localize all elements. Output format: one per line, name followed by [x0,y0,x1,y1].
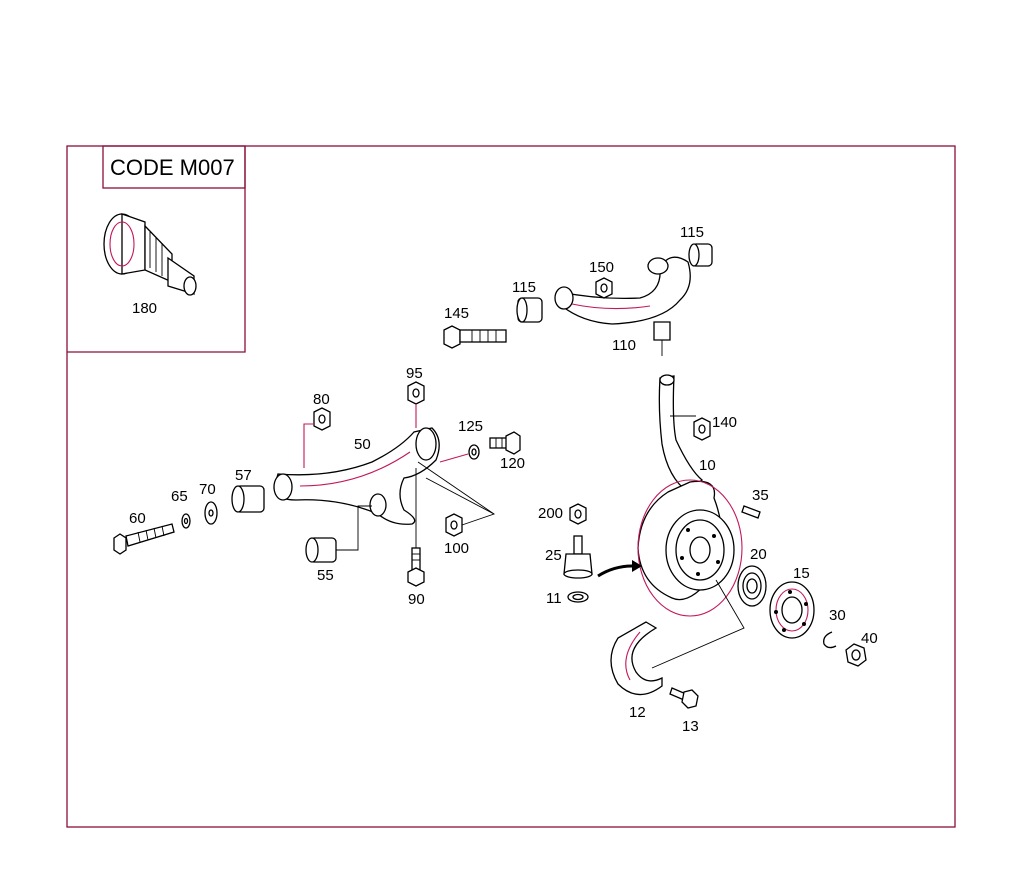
label-145: 145 [444,305,469,322]
label-110: 110 [612,337,636,354]
label-90: 90 [408,591,425,608]
part-180-cv-joint[interactable] [103,213,197,296]
part-100-nut[interactable] [445,513,463,537]
part-11-ring[interactable] [567,591,589,603]
code-label: CODE M007 [110,155,235,180]
label-115-upper: 115 [680,224,704,241]
part-200-nut[interactable] [569,503,587,525]
part-30-circlip[interactable] [823,631,837,649]
inset-box [67,146,246,353]
label-95: 95 [406,365,423,382]
part-140-nut[interactable] [693,417,711,441]
part-50-lower-control-arm[interactable] [273,427,440,525]
part-95-nut[interactable] [407,381,425,405]
part-115-bushing-left[interactable] [516,297,543,323]
label-12: 12 [629,704,646,721]
label-120: 120 [500,455,525,472]
label-100: 100 [444,540,469,557]
label-180: 180 [132,300,157,317]
label-80: 80 [313,391,330,408]
part-20-wheel-bearing[interactable] [737,565,767,607]
part-13-bolt[interactable] [669,687,699,709]
part-40-nut[interactable] [845,643,867,667]
label-30: 30 [829,607,846,624]
part-110-upper-control-arm[interactable] [554,256,691,356]
part-125-washer[interactable] [468,444,480,460]
label-125: 125 [458,418,483,435]
part-70-washer[interactable] [204,501,218,525]
part-15-wheel-hub[interactable] [769,581,815,639]
label-35: 35 [752,487,769,504]
part-60-bolt[interactable] [113,523,175,555]
assembly-arrow [597,564,633,578]
label-10: 10 [699,457,716,474]
part-145-bolt[interactable] [443,325,507,349]
label-200: 200 [538,505,563,522]
part-90-bolt[interactable] [407,547,425,587]
label-60: 60 [129,510,146,527]
label-140: 140 [712,414,737,431]
label-15: 15 [793,565,810,582]
label-150: 150 [589,259,614,276]
part-65-washer[interactable] [181,513,191,529]
label-25: 25 [545,547,562,564]
code-box [102,145,246,189]
part-12-dust-shield[interactable] [610,621,663,696]
label-40: 40 [861,630,878,647]
label-57: 57 [235,467,252,484]
part-120-bolt[interactable] [489,431,521,455]
label-55: 55 [317,567,334,584]
assembly-arrow-head [632,560,642,572]
part-150-nut[interactable] [595,277,613,299]
part-35-pin[interactable] [741,505,761,519]
label-70: 70 [199,481,216,498]
part-55-bushing[interactable] [305,537,337,563]
part-115-bushing-upper[interactable] [688,243,713,267]
part-57-bushing[interactable] [231,485,265,513]
label-50: 50 [354,436,371,453]
label-20: 20 [750,546,767,563]
label-13: 13 [682,718,699,735]
part-10-steering-knuckle[interactable] [637,374,743,617]
label-11: 11 [546,590,562,607]
label-115-left: 115 [512,279,536,296]
part-25-ball-joint[interactable] [563,535,593,579]
part-80-nut[interactable] [313,407,331,431]
label-65: 65 [171,488,188,505]
diagram-frame [66,145,956,828]
